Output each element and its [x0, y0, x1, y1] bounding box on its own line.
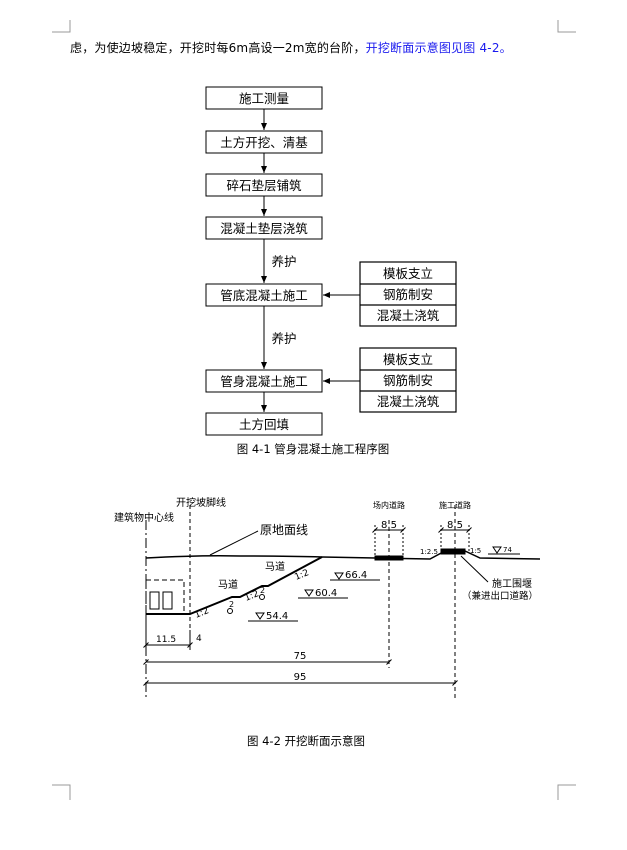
dim-label-4: 4: [196, 634, 202, 644]
label-cofferdam: 施工围堰: [492, 577, 532, 590]
excavation-section: [143, 505, 541, 700]
side-group-2-item-2: 钢筋制安: [383, 373, 433, 388]
side-group-2: [359, 347, 457, 413]
const-road-bar: [440, 548, 466, 555]
side-group-1: [359, 261, 457, 327]
side-group-1-item-2: 钢筋制安: [383, 287, 433, 302]
flow-step-pipe-body: 管身混凝土施工: [220, 374, 308, 389]
elev-marker-74: [492, 546, 502, 554]
pipe-opening-1: [149, 591, 160, 610]
elev-marker-544: [255, 612, 265, 620]
label-centerline: 建筑物中心线: [114, 511, 174, 524]
dim-label-95: 95: [294, 672, 307, 683]
flow-step-gravel: 碎石垫层铺筑: [226, 178, 302, 193]
label-cofferdam-note: （兼进出口道路）: [462, 590, 538, 602]
construction-flowchart: [205, 86, 457, 436]
label-ramp-2: 马道: [265, 560, 285, 573]
dim-label-115: 11.5: [156, 635, 176, 645]
slope-label-a: 1:2: [193, 606, 210, 621]
side-group-1-item-1: 模板支立: [383, 266, 433, 281]
slope-label-125: 1:2.5: [420, 548, 438, 556]
curing-label-1: 养护: [271, 254, 296, 269]
label-const-road: 施工道路: [439, 500, 471, 510]
label-ramp-1: 马道: [218, 578, 238, 591]
side-group-2-item-3: 混凝土浇筑: [377, 394, 440, 409]
width-const-road: 8.5: [447, 520, 463, 531]
label-ground: 原地面线: [260, 523, 308, 537]
label-toe: 开挖坡脚线: [176, 496, 226, 509]
slope-label-15: 1:5: [470, 547, 481, 555]
elev-label-74: 74: [503, 546, 512, 554]
pipe-opening-2: [162, 591, 173, 610]
berm-width-a: 2: [229, 600, 234, 609]
page-corner-marks: [52, 20, 576, 800]
flow-box-backfill: [205, 412, 323, 436]
intro-text: 虑，为使边坡稳定，开挖时每6m高设一2m宽的台阶，: [70, 41, 366, 55]
elev-marker-604: [304, 589, 314, 597]
intro-paragraph: 虑，为使边坡稳定，开挖时每6m高设一2m宽的台阶，开挖断面示意图见图 4-2。: [70, 39, 512, 56]
flow-step-excavation: 土方开挖、清基: [220, 135, 308, 150]
elev-label-544: 54.4: [266, 611, 288, 622]
cofferdam-leader: [460, 555, 489, 583]
excavation-profile: [146, 556, 323, 615]
flow-step-pipe-bottom: 管底混凝土施工: [220, 288, 308, 303]
curing-label-2: 养护: [271, 331, 296, 346]
berm-width-b: 2: [260, 586, 265, 595]
dim-label-75: 75: [294, 651, 307, 662]
width-inner-road: 8.5: [381, 520, 397, 531]
flow-step-survey: 施工测量: [239, 91, 289, 106]
elev-label-664: 66.4: [345, 570, 367, 581]
figure-reference-link[interactable]: 开挖断面示意图见图 4-2。: [365, 41, 512, 55]
side-group-2-item-1: 模板支立: [383, 352, 433, 367]
elev-label-604: 60.4: [315, 588, 337, 599]
figure-caption-4-1: 图 4-1 管身混凝土施工程序图: [237, 442, 390, 456]
flow-step-backfill: 土方回填: [239, 417, 289, 432]
elev-marker-664: [334, 572, 344, 580]
flow-step-concrete-cushion: 混凝土垫层浇筑: [220, 221, 308, 236]
slope-label-b: 1:2: [243, 589, 260, 604]
side-group-1-item-3: 混凝土浇筑: [377, 308, 440, 323]
label-inner-road: 场内道路: [373, 500, 405, 510]
figure-caption-4-2: 图 4-2 开挖断面示意图: [247, 734, 365, 748]
original-ground-line: [145, 550, 541, 560]
ground-leader: [209, 530, 259, 556]
